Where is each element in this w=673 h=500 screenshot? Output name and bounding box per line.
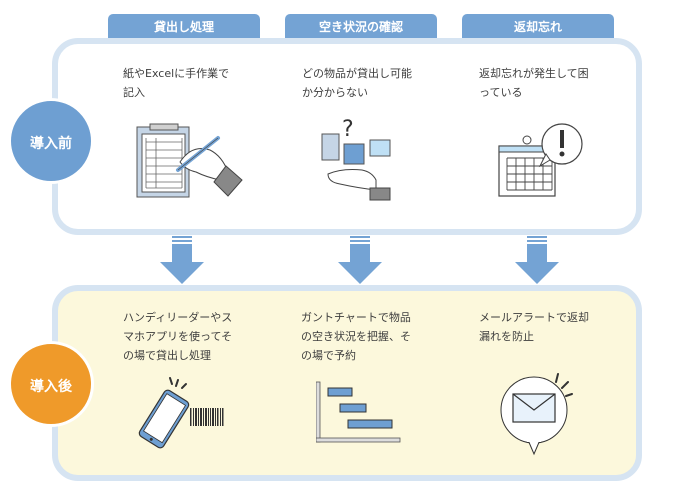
desc-line: か分からない <box>302 86 368 99</box>
before-desc-availability: どの物品が貸出し可能 か分からない <box>302 64 452 102</box>
after-desc-lending: ハンディリーダーやス マホアプリを使ってそ の場で貸出し処理 <box>123 308 273 365</box>
desc-line: 返却忘れが発生して困 <box>479 67 589 80</box>
desc-line: どの物品が貸出し可能 <box>302 67 412 80</box>
mail-alert-icon <box>500 373 573 456</box>
desc-line: ハンディリーダーやス <box>123 311 233 324</box>
desc-line: っている <box>479 86 523 99</box>
desc-line: 記入 <box>123 86 145 99</box>
after-desc-availability: ガントチャートで物品 の空き状況を把握、そ の場で予約 <box>301 308 451 365</box>
smartphone-barcode-icon <box>138 377 224 449</box>
arrow-down-icon <box>160 236 204 284</box>
calendar-alert-icon <box>498 123 583 197</box>
desc-line: ガントチャートで物品 <box>301 311 411 324</box>
svg-text:?: ? <box>342 118 354 142</box>
arrow-down-icon <box>515 236 559 284</box>
question-items-icon: ? <box>321 118 391 201</box>
after-badge: 導入後 <box>8 341 94 427</box>
desc-line: 漏れを防止 <box>479 330 534 343</box>
tab-return-forgetting: 返却忘れ <box>462 14 614 40</box>
desc-line: 紙やExcelに手作業で <box>123 67 230 80</box>
gantt-chart-icon <box>316 381 401 443</box>
tab-availability-check: 空き状況の確認 <box>285 14 437 40</box>
before-desc-return: 返却忘れが発生して困 っている <box>479 64 629 102</box>
before-badge: 導入前 <box>8 98 94 184</box>
after-desc-return: メールアラートで返却 漏れを防止 <box>479 308 629 346</box>
desc-line: メールアラートで返却 <box>479 311 589 324</box>
desc-line: の場で予約 <box>301 349 356 362</box>
desc-line: の場で貸出し処理 <box>123 349 211 362</box>
tab-lending-process: 貸出し処理 <box>108 14 260 40</box>
clipboard-writing-icon <box>136 123 243 198</box>
arrow-down-icon <box>338 236 382 284</box>
desc-line: マホアプリを使ってそ <box>123 330 233 343</box>
desc-line: の空き状況を把握、そ <box>301 330 411 343</box>
before-desc-lending: 紙やExcelに手作業で 記入 <box>123 64 273 102</box>
